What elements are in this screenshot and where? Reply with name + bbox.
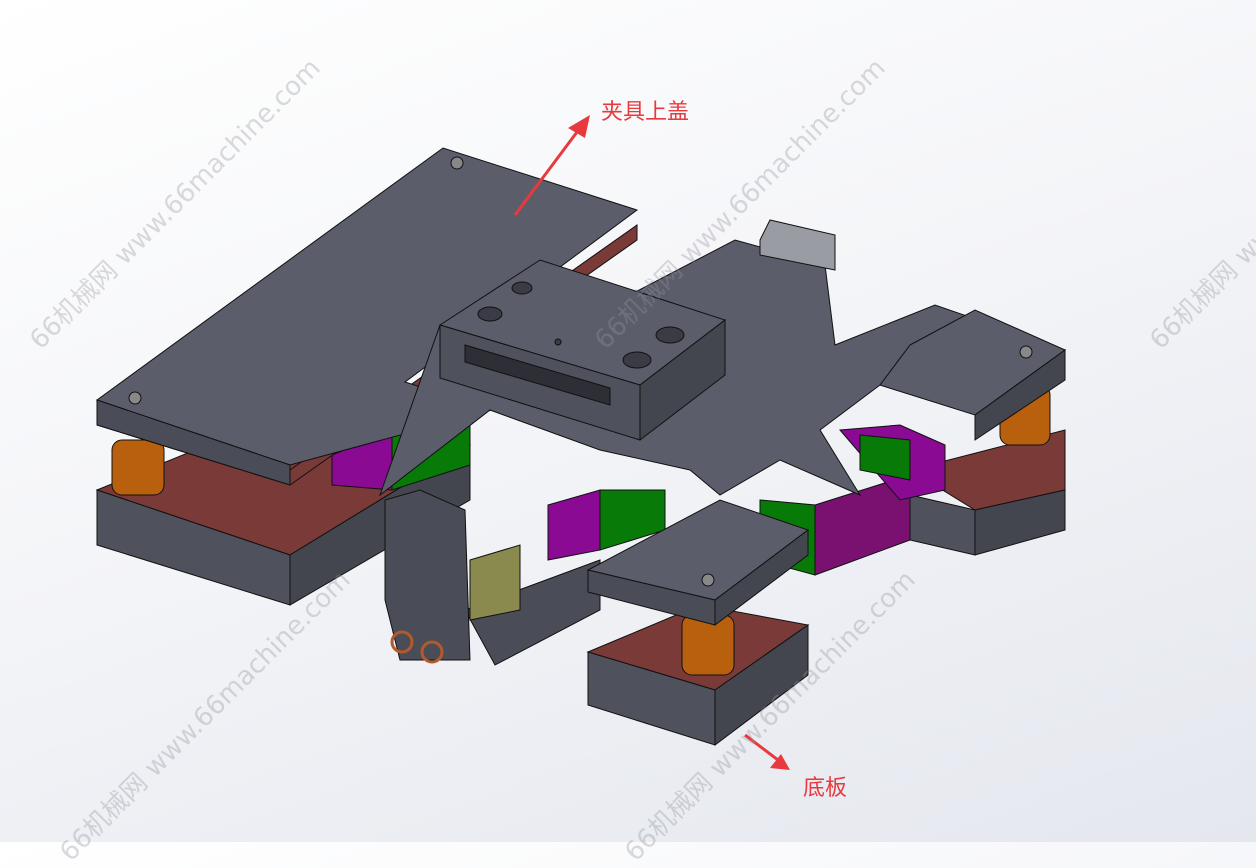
copper-pillar [681, 614, 735, 676]
toggle-clamp [759, 219, 836, 271]
screw [1019, 345, 1033, 359]
olive-block [469, 544, 521, 621]
purple-block [547, 489, 601, 561]
hole [655, 326, 685, 344]
annotation-arrow-top [513, 115, 590, 216]
slot [464, 344, 611, 406]
hole [511, 281, 533, 295]
hole [477, 306, 503, 322]
spring [390, 630, 414, 654]
green-block [859, 434, 911, 481]
toggle-clamp [384, 489, 471, 661]
screw [128, 391, 142, 405]
screw [701, 573, 715, 587]
screw [450, 156, 464, 170]
fixture-cad-model [95, 115, 1067, 770]
label-base-plate: 底板 [803, 776, 848, 801]
label-top-cover: 夹具上盖 [601, 100, 690, 125]
hole [554, 338, 562, 346]
hole [622, 351, 652, 369]
copper-pillar [111, 439, 165, 496]
spring [420, 640, 444, 664]
annotation-arrow-bottom [744, 733, 790, 770]
